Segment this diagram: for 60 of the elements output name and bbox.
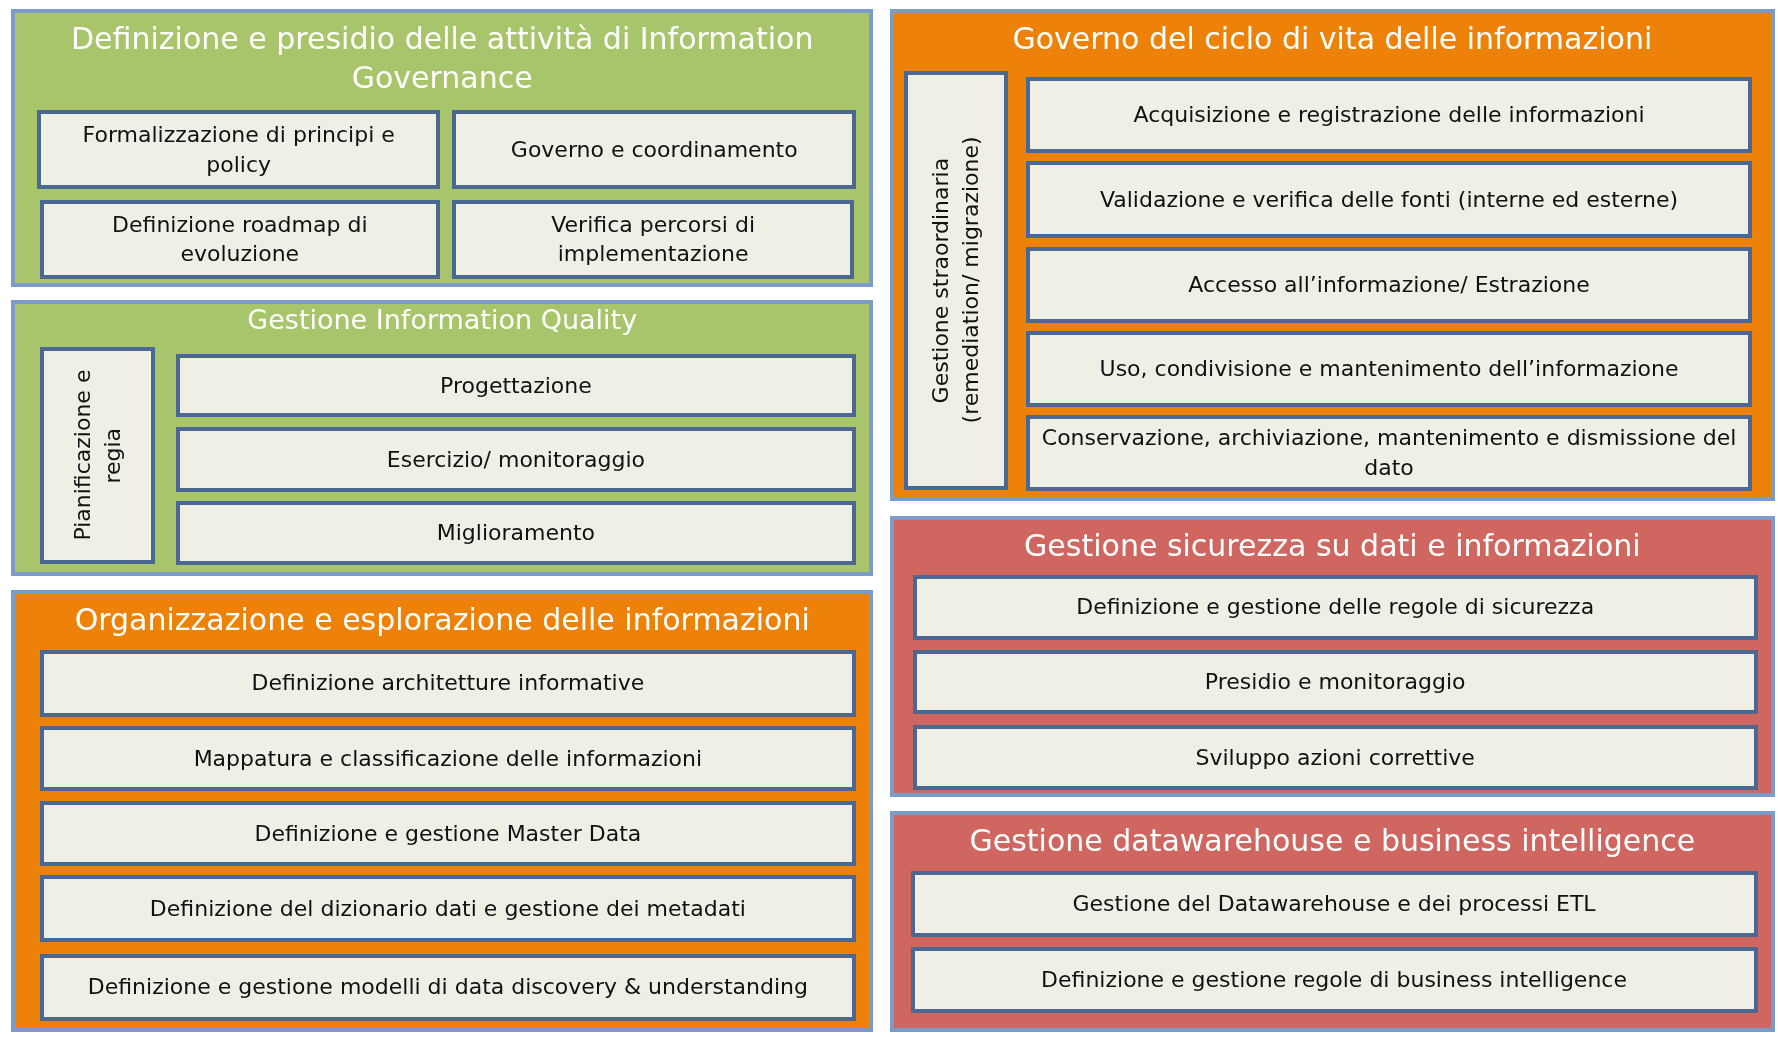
activity-box [39, 953, 857, 1021]
activity-box [39, 725, 857, 792]
activity-label: Progettazione [439, 371, 593, 400]
panel-title: Organizzazione e esplorazione delle informazioni [73, 600, 811, 639]
activity-box [175, 427, 857, 493]
panel-title: Definizione e presidio delle attività di Information Governance [70, 20, 815, 98]
activity-label: Governo e coordinamento [509, 135, 799, 164]
activity-label: Uso, condivisione e mantenimento dell’informazione [1098, 355, 1680, 384]
activity-label: Definizione e gestione Master Data [253, 819, 643, 848]
activity-label: Definizione e gestione delle regole di sicurezza [1075, 593, 1596, 622]
activity-label: Pianificazione e regia [68, 368, 126, 543]
panel-title: Gestione Information Quality [246, 304, 639, 337]
activity-label: Miglioramento [435, 519, 597, 548]
activity-box [912, 724, 1758, 791]
activity-box [1026, 415, 1752, 491]
activity-label: Formalizzazione di principi e policy [81, 120, 396, 179]
activity-label: Verifica percorsi di implementazione [550, 210, 756, 269]
activity-box [452, 199, 854, 279]
activity-box [1026, 77, 1752, 154]
activity-box [39, 649, 857, 717]
group-panel [890, 515, 1775, 798]
activity-box [910, 870, 1758, 937]
group-panel [890, 810, 1775, 1032]
activity-box [912, 574, 1758, 640]
activity-label: Definizione e gestione regole di business intelligence [1040, 965, 1628, 994]
activity-label: Definizione architetture informative [250, 669, 646, 698]
panel-title: Gestione sicurezza su dati e informazioni [1023, 526, 1642, 565]
group-panel [11, 9, 874, 287]
activity-label: Acquisizione e registrazione delle informazioni [1132, 101, 1646, 130]
activity-label: Esercizio/ monitoraggio [385, 445, 647, 474]
group-panel [11, 300, 874, 576]
activity-box [39, 800, 857, 867]
activity-box [175, 501, 857, 565]
activity-box [39, 875, 857, 943]
activity-label: Conservazione, archiviazione, mantenimento e dismissione del dato [1040, 424, 1738, 482]
activity-label: Validazione e verifica delle fonti (interne ed esterne) [1098, 185, 1680, 214]
panel-title: Gestione datawarehouse e business intelligence [968, 821, 1697, 860]
panel-title: Governo del ciclo di vita delle informazioni [1011, 20, 1654, 59]
activity-box [452, 109, 857, 190]
activity-label: Mappatura e classificazione delle informazioni [192, 744, 704, 773]
activity-label: Presidio e monitoraggio [1203, 668, 1467, 697]
activity-box [912, 649, 1758, 715]
activity-label: Sviluppo azioni correttive [1194, 743, 1476, 772]
activity-label: Definizione del dizionario dati e gestione dei metadati [148, 895, 747, 923]
activity-box [1026, 331, 1752, 408]
activity-box [1026, 161, 1752, 239]
activity-box [37, 109, 440, 190]
activity-label: Accesso all’informazione/ Estrazione [1187, 271, 1591, 300]
group-panel [11, 589, 874, 1032]
activity-box [903, 71, 1009, 490]
activity-label: Definizione roadmap di evoluzione [111, 210, 369, 269]
activity-label: Gestione straordinaria (remediation/ migrazione) [927, 136, 984, 427]
group-panel [890, 9, 1775, 502]
activity-box [39, 346, 156, 564]
activity-box [910, 946, 1758, 1013]
activity-box [175, 353, 857, 418]
activity-label: Definizione e gestione modelli di data discovery & understanding [86, 973, 809, 1002]
activity-box [1026, 247, 1752, 324]
activity-box [39, 199, 440, 279]
activity-label: Gestione del Datawarehouse e dei processi ETL [1071, 889, 1597, 918]
